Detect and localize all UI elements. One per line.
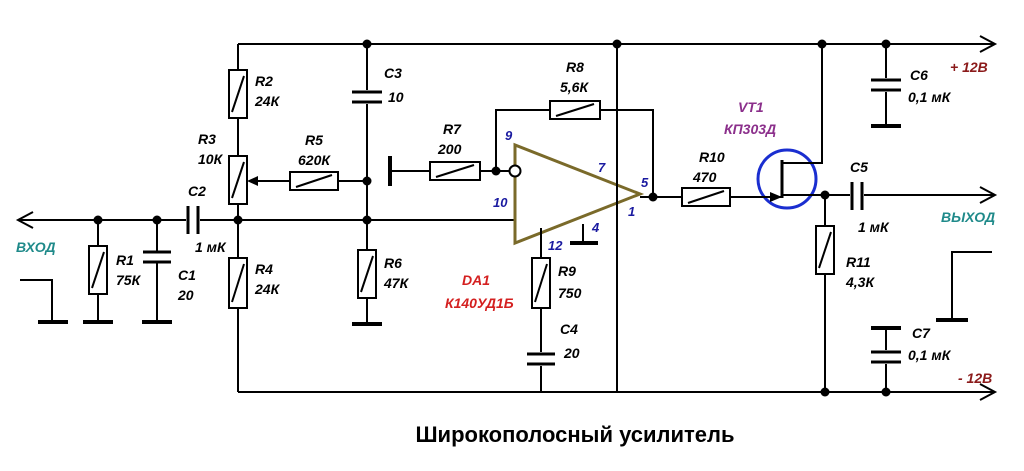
vt1-ref: VT1 bbox=[738, 99, 764, 115]
resistor-r7 bbox=[390, 161, 509, 181]
output-label: ВЫХОД bbox=[941, 209, 995, 225]
capacitor-c6 bbox=[871, 44, 901, 128]
c4-value: 20 bbox=[563, 345, 580, 361]
r9-value: 750 bbox=[558, 285, 582, 301]
input-ground-wire bbox=[20, 279, 53, 320]
opamp-da1 bbox=[508, 142, 653, 246]
da1-ref: DA1 bbox=[462, 272, 490, 288]
junction-dot bbox=[881, 387, 891, 397]
r10-ref: R10 bbox=[699, 149, 725, 165]
resistor-r1 bbox=[83, 220, 113, 324]
resistor-r6 bbox=[352, 249, 382, 326]
r2-value: 24К bbox=[254, 93, 281, 109]
junction-dot bbox=[362, 215, 372, 225]
r6-ref: R6 bbox=[384, 255, 402, 271]
c7-value: 0,1 мК bbox=[908, 347, 952, 363]
r4-ref: R4 bbox=[255, 261, 273, 277]
capacitor-c2 bbox=[186, 205, 200, 235]
c3-value: 10 bbox=[388, 89, 404, 105]
r8-ref: R8 bbox=[566, 59, 584, 75]
potentiometer-r3 bbox=[228, 155, 258, 205]
junction-dot bbox=[233, 215, 243, 225]
r9-ref: R9 bbox=[558, 263, 576, 279]
r7-ref: R7 bbox=[443, 121, 462, 137]
capacitor-c3 bbox=[352, 90, 382, 104]
r8-value: 5,6К bbox=[560, 79, 589, 95]
vt1-part: КП303Д bbox=[724, 121, 776, 137]
output-ground-wire bbox=[951, 251, 992, 318]
transistor-vt1 bbox=[756, 44, 825, 210]
diagram-title: Широкополосный усилитель bbox=[415, 422, 734, 447]
da1-part: К140УД1Б bbox=[445, 295, 514, 311]
resistor-r11 bbox=[815, 225, 835, 392]
opamp-pin-10: 10 bbox=[493, 195, 508, 210]
r3-ref: R3 bbox=[198, 131, 216, 147]
c2-value: 1 мК bbox=[195, 239, 227, 255]
input-label: ВХОД bbox=[16, 239, 56, 255]
c2-ref: C2 bbox=[188, 183, 206, 199]
positive-rail-label: + 12В bbox=[950, 59, 988, 75]
opamp-pin-4: 4 bbox=[591, 220, 600, 235]
c1-value: 20 bbox=[177, 287, 194, 303]
r1-value: 75К bbox=[116, 272, 142, 288]
r5-ref: R5 bbox=[305, 132, 323, 148]
opamp-pin-12: 12 bbox=[548, 238, 563, 253]
c3-ref: C3 bbox=[384, 65, 402, 81]
c5-value: 1 мК bbox=[858, 219, 890, 235]
r7-value: 200 bbox=[437, 141, 462, 157]
opamp-pin-7: 7 bbox=[598, 160, 606, 175]
opamp-pin-1: 1 bbox=[628, 204, 635, 219]
junction-dot bbox=[362, 176, 372, 186]
negative-rail-label: - 12В bbox=[958, 370, 992, 386]
r10-value: 470 bbox=[692, 169, 717, 185]
r3-value: 10К bbox=[198, 151, 224, 167]
r1-ref: R1 bbox=[116, 252, 134, 268]
r5-value: 620К bbox=[298, 152, 331, 168]
c7-ref: C7 bbox=[912, 325, 931, 341]
capacitor-c1 bbox=[142, 220, 172, 324]
output-line bbox=[825, 181, 998, 211]
resistor-r2 bbox=[228, 69, 248, 119]
r6-value: 47К bbox=[383, 275, 410, 291]
capacitor-c7 bbox=[871, 326, 901, 392]
c6-ref: C6 bbox=[910, 67, 928, 83]
r11-value: 4,3К bbox=[845, 274, 875, 290]
capacitor-c4 bbox=[527, 352, 555, 392]
resistor-r10 bbox=[653, 187, 758, 207]
r11-ref: R11 bbox=[846, 254, 871, 270]
resistor-r4 bbox=[228, 257, 248, 309]
r2-ref: R2 bbox=[255, 73, 273, 89]
opamp-pin-9: 9 bbox=[505, 128, 513, 143]
c6-value: 0,1 мК bbox=[908, 89, 952, 105]
r4-value: 24К bbox=[254, 281, 281, 297]
resistor-r9 bbox=[531, 257, 551, 309]
c1-ref: C1 bbox=[178, 267, 196, 283]
input-line bbox=[15, 211, 515, 229]
resistor-r5 bbox=[256, 171, 367, 191]
c4-ref: C4 bbox=[560, 321, 578, 337]
opamp-pin-5: 5 bbox=[641, 175, 649, 190]
c5-ref: C5 bbox=[850, 159, 868, 175]
